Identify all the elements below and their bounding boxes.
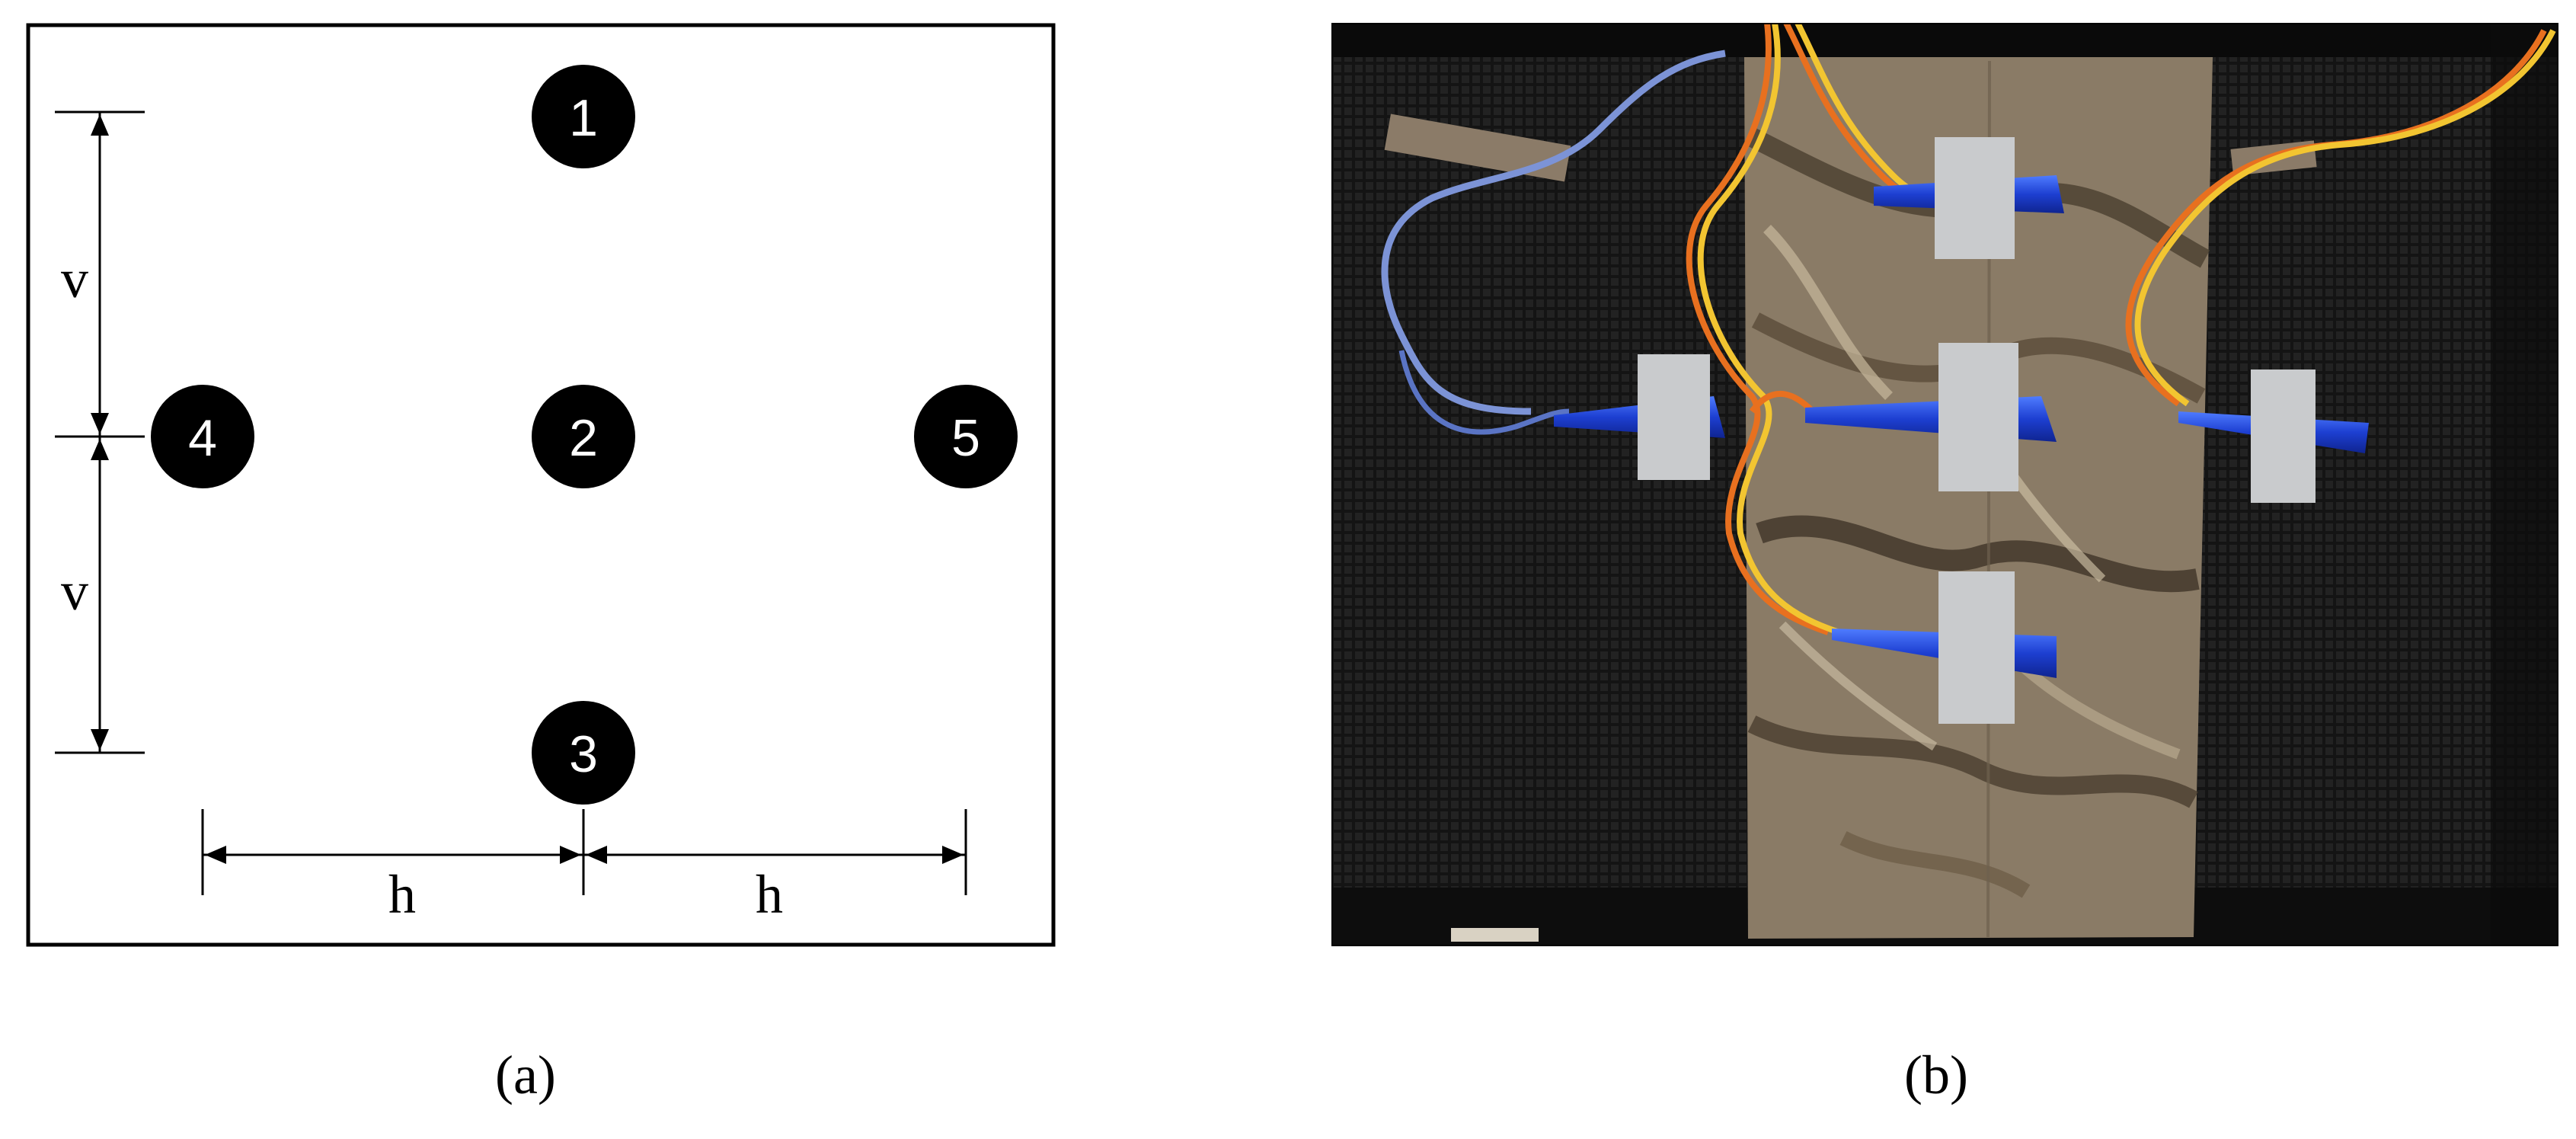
sensor-3: 3 xyxy=(532,701,635,805)
panel-b-photo xyxy=(1331,23,2558,946)
sensor-3-label: 3 xyxy=(569,725,598,783)
horizontal-spacing-label-left: h xyxy=(388,864,416,925)
vertical-spacing-label-upper: v xyxy=(61,248,88,309)
sensor-4-label: 4 xyxy=(188,409,217,467)
tape-strip-top-left xyxy=(1384,114,1571,182)
probe-top xyxy=(1874,137,2064,259)
horizontal-dimension-arrows xyxy=(205,846,964,864)
probe-right xyxy=(2178,370,2369,503)
horizontal-dimension xyxy=(201,809,967,895)
panel-a-frame xyxy=(26,23,1056,947)
panel-b-caption: (b) xyxy=(1904,1045,1968,1105)
tape-label-bottom xyxy=(1451,928,1539,942)
blue-wire-lower xyxy=(1398,350,1570,435)
sensor-5: 5 xyxy=(914,385,1018,488)
sensor-5-label: 5 xyxy=(951,409,980,467)
sensor-1-label: 1 xyxy=(569,89,598,147)
blue-wire xyxy=(1381,50,1726,415)
panel-a-caption: (a) xyxy=(495,1045,556,1105)
sensor-2-label: 2 xyxy=(569,409,598,467)
mat-right-shadow xyxy=(2491,23,2558,946)
probe-center xyxy=(1805,343,2057,491)
vertical-spacing-label-lower: v xyxy=(61,561,88,622)
sensor-1: 1 xyxy=(532,65,635,168)
vertical-dimension-arrows xyxy=(91,114,109,750)
sensor-4: 4 xyxy=(151,385,254,488)
mat-top-band xyxy=(1331,23,2558,57)
probe-left xyxy=(1554,354,1725,480)
panel-a-schematic: v v h h 1 2 3 xyxy=(26,23,1056,947)
horizontal-spacing-label-right: h xyxy=(756,864,783,925)
sensor-2: 2 xyxy=(532,385,635,488)
probe-bottom xyxy=(1832,571,2057,724)
